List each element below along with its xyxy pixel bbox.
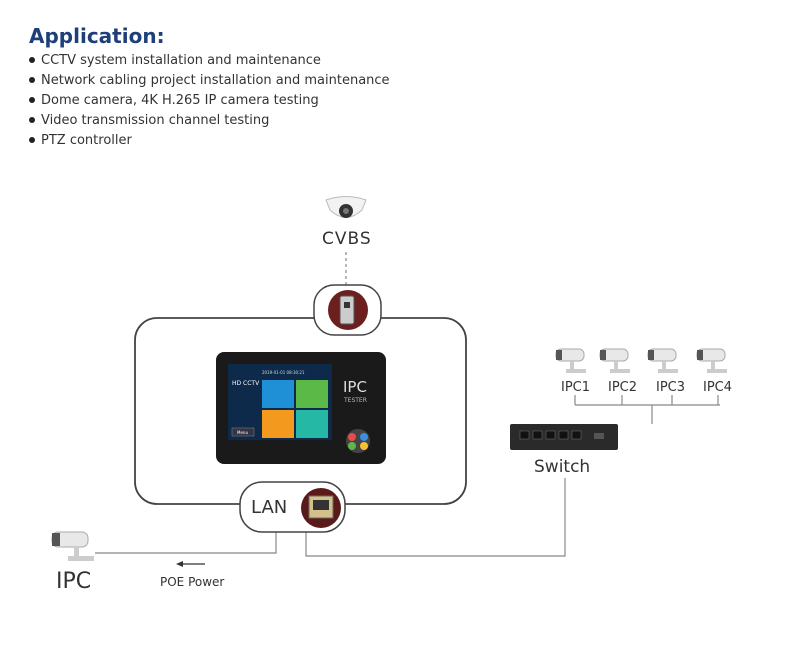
ipc3-camera-icon <box>647 348 678 373</box>
dpad-red-icon <box>348 433 356 441</box>
ipc1-label: IPC1 <box>561 380 591 395</box>
ipc3-label: IPC3 <box>656 380 686 395</box>
ipc4-camera-icon <box>696 348 727 373</box>
tester-device: HD CCTV Menu 2019-01-01 08:30:21 IPC TES… <box>216 352 386 464</box>
tile-tools <box>262 410 294 438</box>
page-title: Application: <box>29 24 165 48</box>
bnc-pin-icon <box>344 302 350 308</box>
menu-button <box>231 427 255 437</box>
device-brand: IPC <box>343 378 367 396</box>
list-item: CCTV system installation and maintenance <box>29 51 390 71</box>
dpad-blue-icon <box>360 433 368 441</box>
bullet-icon <box>29 136 35 143</box>
device-menu-label: Menu <box>237 430 248 435</box>
bullet-icon <box>29 116 35 123</box>
ipc-camera-icon <box>51 531 94 561</box>
tile-my-app <box>296 410 328 438</box>
lan-ipc-line <box>95 532 277 554</box>
connection-lines <box>95 252 720 557</box>
list-item-text: PTZ controller <box>41 133 132 148</box>
bnc-plug-icon <box>339 295 355 325</box>
dpad-yellow-icon <box>360 442 368 450</box>
ipc2-label: IPC2 <box>608 380 638 395</box>
tile-cvbs <box>296 380 328 408</box>
device-datetime: 2019-01-01 08:30:21 <box>262 370 305 375</box>
switch-label: Switch <box>534 457 591 477</box>
ipc1-camera-icon <box>555 348 586 373</box>
rj45-slot-icon <box>313 500 329 510</box>
network-switch-icon <box>510 424 618 450</box>
list-item: Dome camera, 4K H.265 IP camera testing <box>29 91 390 111</box>
cvbs-label: CVBS <box>322 229 372 249</box>
device-sub: TESTER <box>343 397 367 404</box>
list-item-text: CCTV system installation and maintenance <box>41 53 321 68</box>
application-list: CCTV system installation and maintenance… <box>29 51 390 151</box>
bullet-icon <box>29 76 35 83</box>
device-app-title: HD CCTV <box>232 380 260 387</box>
list-item-text: Network cabling project installation and… <box>41 73 390 88</box>
lan-switch-line <box>305 478 566 557</box>
lan-label: LAN <box>251 497 288 518</box>
poe-label: POE Power <box>160 575 225 589</box>
list-item-text: Dome camera, 4K H.265 IP camera testing <box>41 93 319 108</box>
list-item: PTZ controller <box>29 131 390 151</box>
list-item: Video transmission channel testing <box>29 111 390 131</box>
list-item-text: Video transmission channel testing <box>41 113 270 128</box>
ipc4-label: IPC4 <box>703 380 733 395</box>
bullet-icon <box>29 96 35 103</box>
bullet-icon <box>29 56 35 63</box>
dpad-green-icon <box>348 442 356 450</box>
dome-camera-icon <box>325 196 367 218</box>
ipc2-camera-icon <box>599 348 630 373</box>
device-dpad <box>346 429 370 453</box>
ipc-label: IPC <box>56 569 92 594</box>
tile-ip-camera <box>262 380 294 408</box>
list-item: Network cabling project installation and… <box>29 71 390 91</box>
poe-arrow-icon <box>176 561 205 567</box>
